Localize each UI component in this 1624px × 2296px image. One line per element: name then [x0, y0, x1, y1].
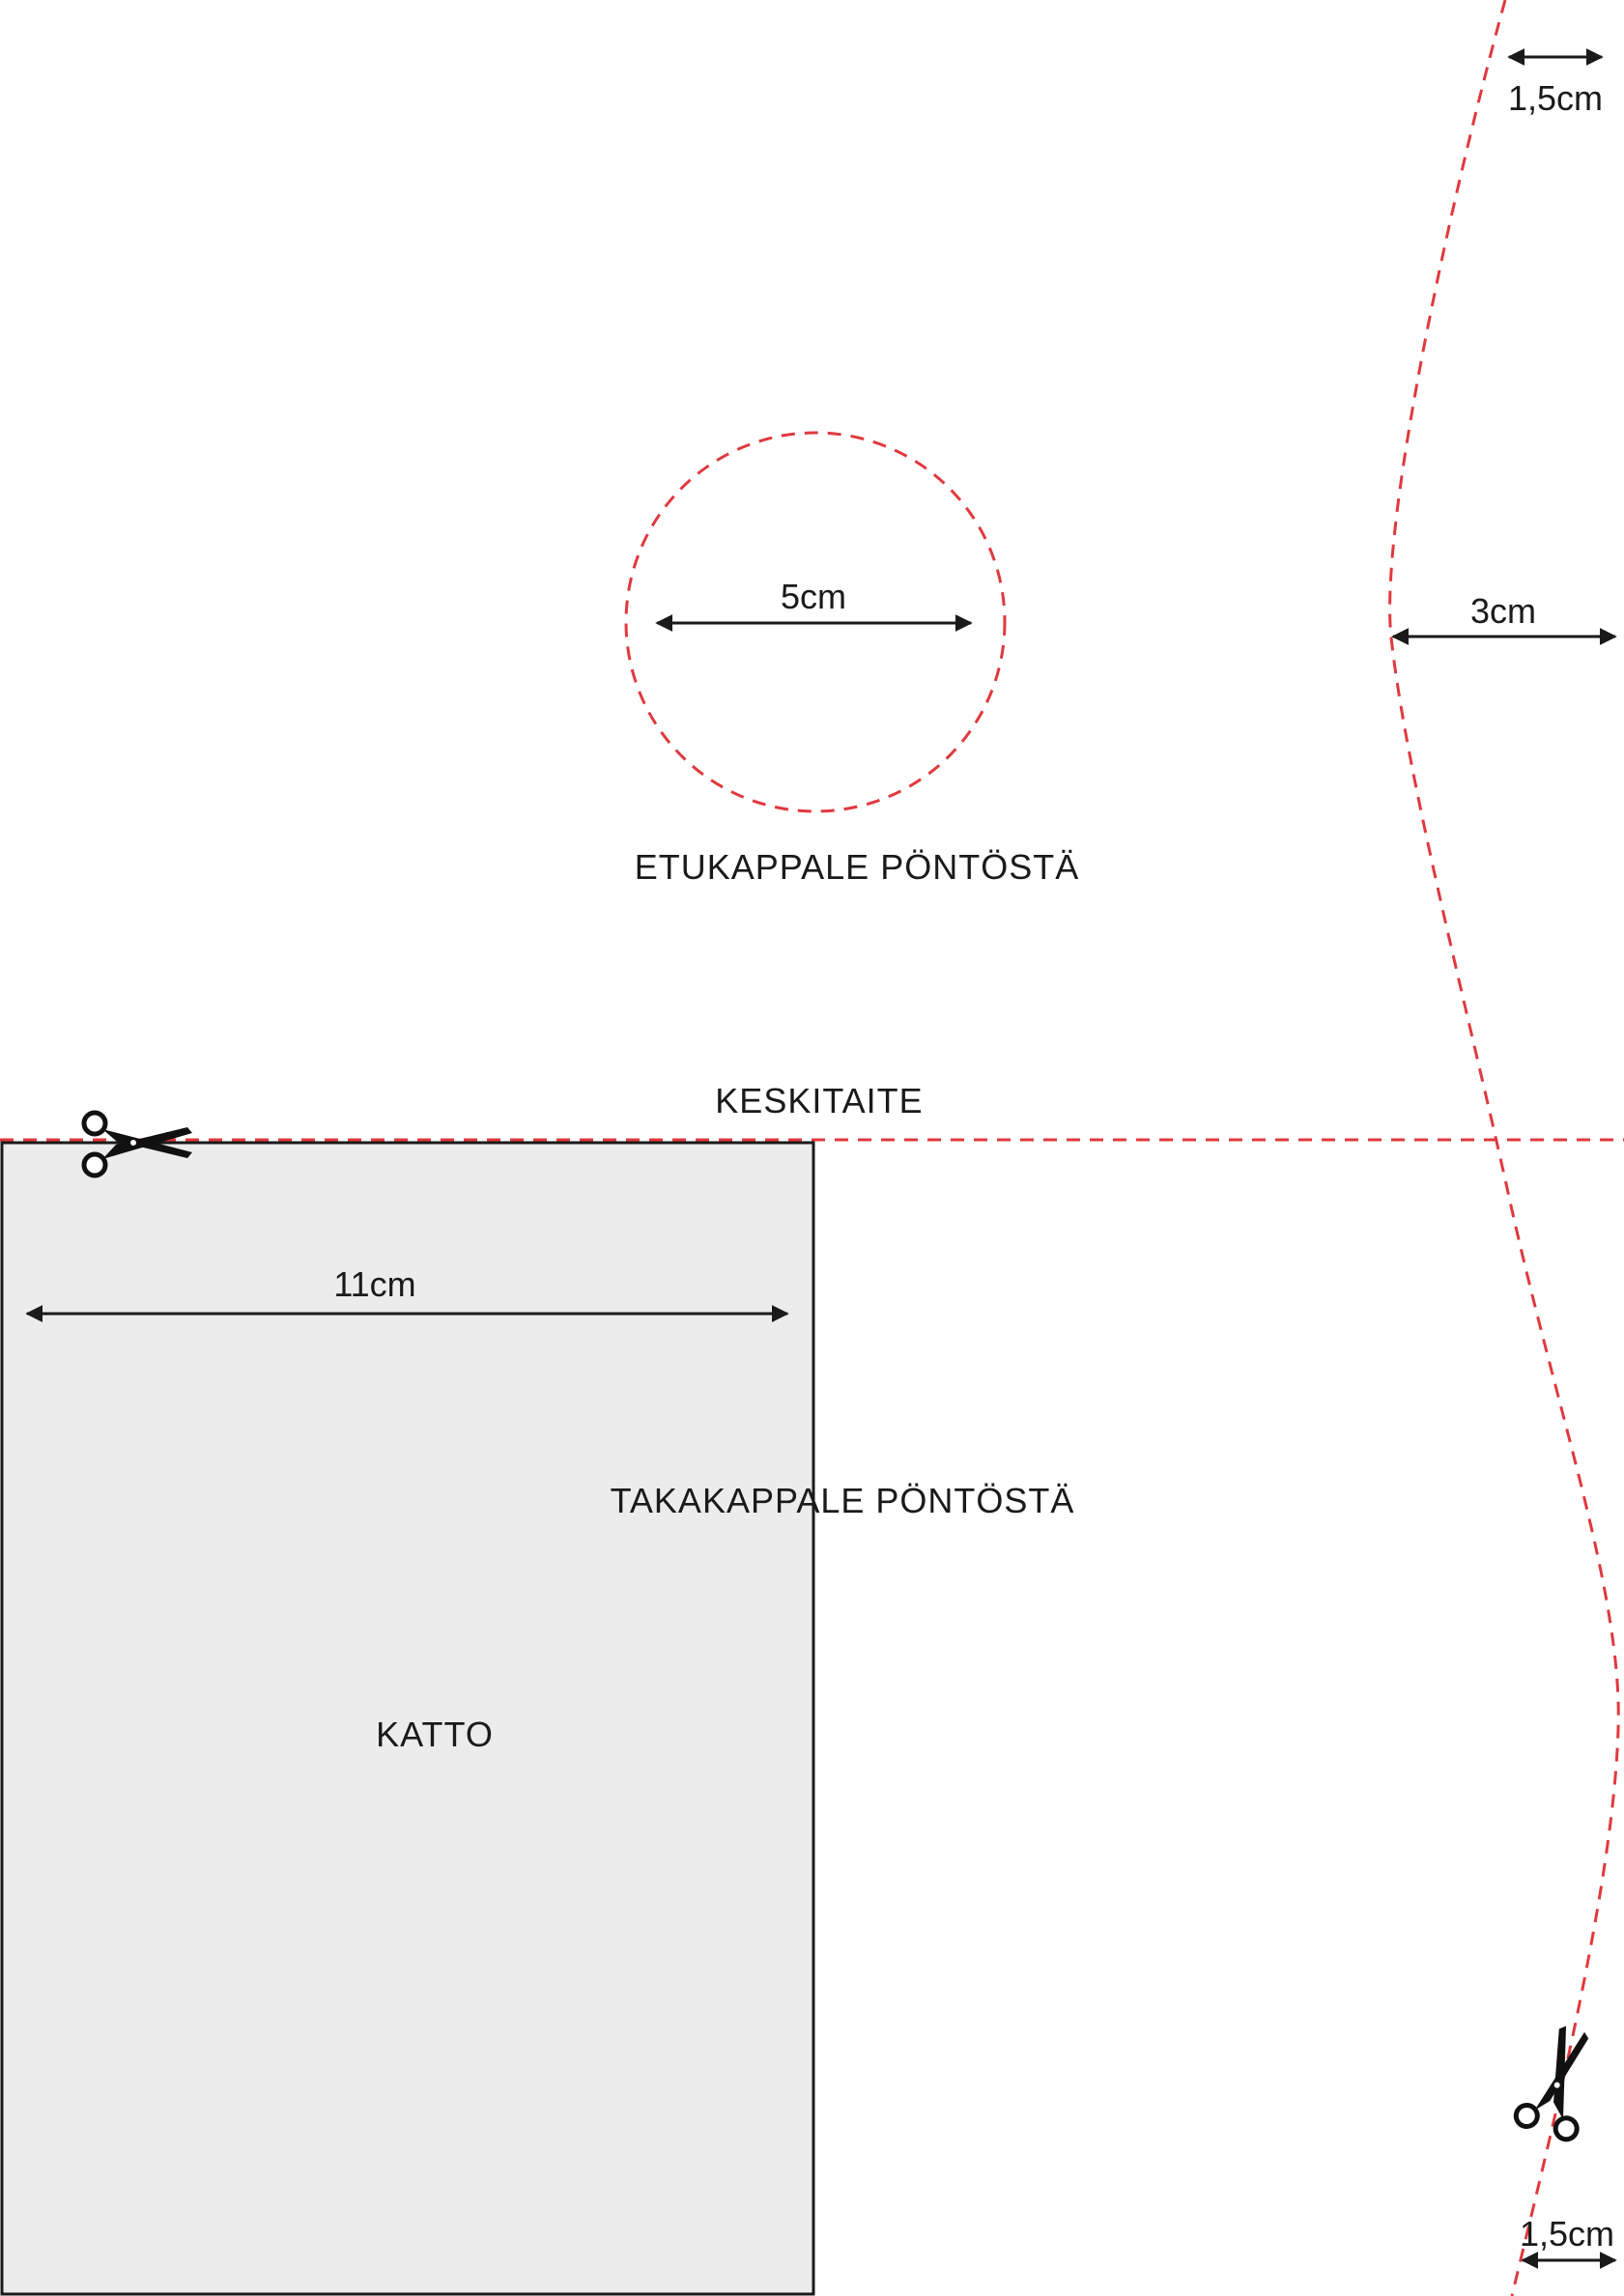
- side-curve-cut-line: [1388, 0, 1620, 2296]
- hole-diameter-label: 5cm: [781, 577, 846, 616]
- roof-label: KATTO: [376, 1715, 494, 1754]
- roof-piece: [0, 1141, 815, 2296]
- front-piece-label: ETUKAPPALE PÖNTÖSTÄ: [635, 847, 1079, 887]
- top-margin-label: 1,5cm: [1508, 78, 1603, 118]
- back-piece-label: TAKAKAPPALE PÖNTÖSTÄ: [611, 1481, 1075, 1520]
- center-fold-label: KESKITAITE: [715, 1081, 923, 1120]
- roof-width-label: 11cm: [333, 1264, 415, 1304]
- entrance-hole-outline: [624, 431, 1007, 813]
- bottom-margin-label: 1,5cm: [1520, 2214, 1614, 2253]
- scissors-icon: [1513, 2026, 1589, 2142]
- curve-offset-label: 3cm: [1470, 591, 1536, 631]
- scissors-icon: [81, 1110, 192, 1178]
